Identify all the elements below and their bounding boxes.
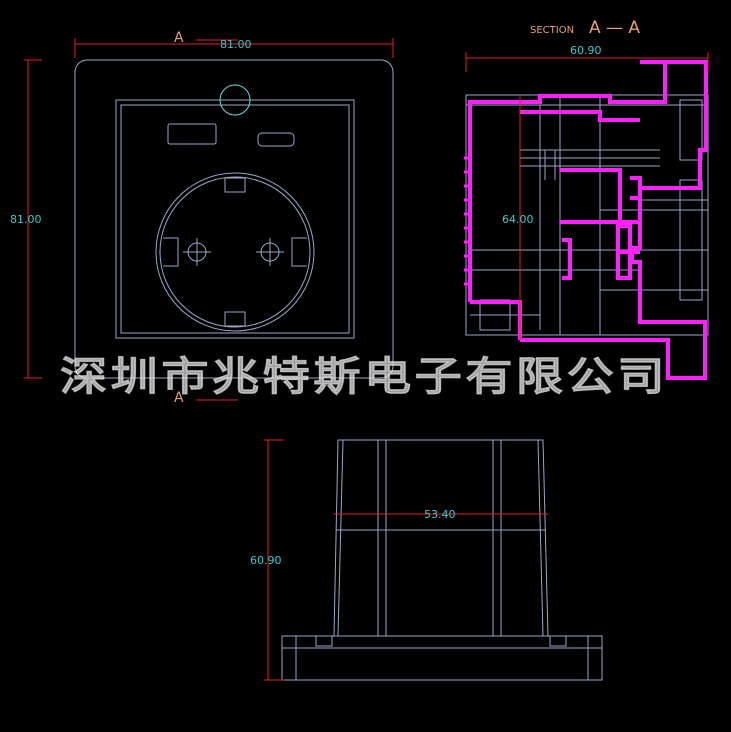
section-rib-2 bbox=[560, 168, 622, 222]
section-contact bbox=[616, 224, 632, 280]
section-outer-shell bbox=[468, 60, 708, 380]
ground-clip-bottom bbox=[224, 311, 246, 327]
socket-inner-circle bbox=[159, 176, 311, 328]
section-cut-hatch bbox=[468, 60, 708, 380]
section-dimensions bbox=[465, 52, 709, 340]
front-inner-frame-outer bbox=[115, 99, 355, 339]
section-rib-1 bbox=[520, 110, 640, 122]
section-clip bbox=[630, 176, 642, 200]
bottom-view bbox=[281, 439, 603, 681]
company-watermark: 深圳市兆特斯电子有限公司 bbox=[60, 354, 668, 400]
section-hatch-ticks bbox=[464, 156, 470, 286]
section-title-letters: A — A bbox=[589, 18, 640, 38]
front-height-dim-text: 81.00 bbox=[10, 213, 42, 226]
bottom-width-dim-text: 53.40 bbox=[424, 508, 456, 521]
socket-rib-right bbox=[291, 237, 307, 267]
section-mark-bottom-label: A bbox=[174, 390, 184, 406]
ground-clip-top bbox=[224, 177, 246, 193]
bottom-body-outline bbox=[333, 439, 549, 637]
section-inner-lip bbox=[470, 300, 522, 340]
indicator-circle bbox=[219, 84, 251, 116]
section-height-dim-text: 64.00 bbox=[502, 213, 534, 226]
usb-a-port bbox=[167, 123, 217, 145]
front-width-dim-text: 81.00 bbox=[220, 38, 252, 51]
section-rib-4 bbox=[562, 238, 572, 280]
socket-outer-circle bbox=[155, 172, 315, 332]
bottom-base-flange bbox=[281, 635, 603, 681]
front-view bbox=[74, 59, 394, 379]
section-title-prefix: SECTION bbox=[530, 25, 574, 36]
bottom-dimensions bbox=[264, 439, 548, 681]
section-mark-top-label: A bbox=[174, 30, 184, 46]
front-dimensions bbox=[24, 38, 394, 401]
front-plate-outline bbox=[74, 59, 394, 379]
socket-rib-left bbox=[163, 237, 179, 267]
section-depth-dim-text: 60.90 bbox=[570, 44, 602, 57]
front-inner-frame-inner bbox=[120, 104, 350, 334]
bottom-height-dim-text: 60.90 bbox=[250, 554, 282, 567]
usb-c-port bbox=[257, 132, 295, 147]
